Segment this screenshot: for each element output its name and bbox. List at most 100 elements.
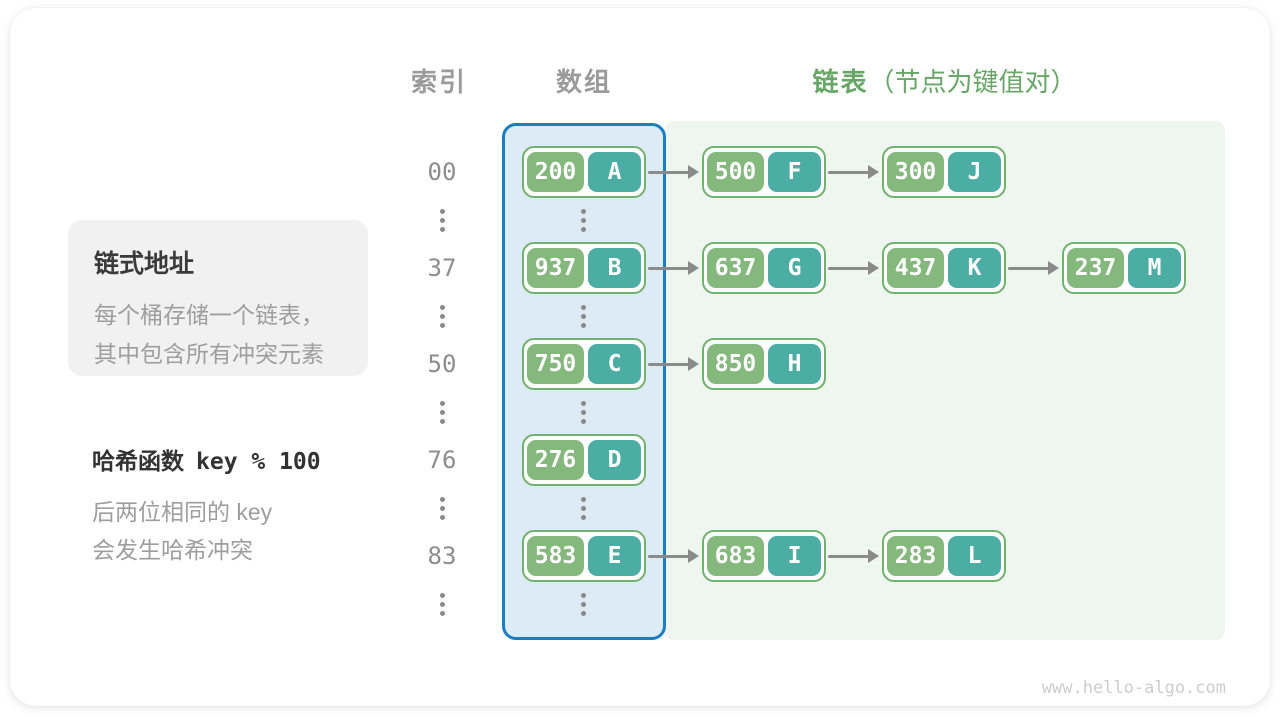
array-ellipsis bbox=[581, 593, 586, 616]
ellipsis-dot bbox=[581, 323, 586, 328]
array-ellipsis bbox=[581, 209, 586, 232]
ellipsis-dot bbox=[440, 602, 445, 607]
ellipsis-dot bbox=[581, 218, 586, 223]
ellipsis-dot bbox=[440, 515, 445, 520]
next-pointer-arrow bbox=[648, 356, 699, 371]
pair-value: H bbox=[768, 344, 821, 384]
ellipsis-dot bbox=[440, 323, 445, 328]
pair-key: 750 bbox=[527, 344, 584, 384]
ellipsis-dot bbox=[581, 602, 586, 607]
pair-value: M bbox=[1128, 248, 1181, 288]
column-header-index: 索引 bbox=[410, 67, 467, 97]
ellipsis-dot bbox=[581, 593, 586, 598]
linked-list-note: （节点为键值对） bbox=[868, 67, 1077, 97]
ellipsis-dot bbox=[440, 314, 445, 319]
ellipsis-dot bbox=[440, 593, 445, 598]
pair-key: 637 bbox=[707, 248, 764, 288]
pair-value: B bbox=[588, 248, 641, 288]
pair-key: 583 bbox=[527, 536, 584, 576]
pair-value: G bbox=[768, 248, 821, 288]
bucket-index: 76 bbox=[427, 446, 457, 474]
next-pointer-arrow bbox=[648, 164, 699, 179]
pair-key: 937 bbox=[527, 248, 584, 288]
pair-key: 283 bbox=[887, 536, 944, 576]
next-pointer-arrow bbox=[648, 548, 699, 563]
ellipsis-dot bbox=[581, 410, 586, 415]
ellipsis-dot bbox=[440, 305, 445, 310]
ellipsis-dot bbox=[440, 401, 445, 406]
next-pointer-arrow bbox=[648, 260, 699, 275]
info-box-line2: 其中包含所有冲突元素 bbox=[94, 341, 324, 367]
pair-value: F bbox=[768, 152, 821, 192]
pair-value: K bbox=[948, 248, 1001, 288]
ellipsis-dot bbox=[440, 506, 445, 511]
next-pointer-arrow bbox=[1008, 260, 1059, 275]
watermark-url: www.hello-algo.com bbox=[1041, 678, 1226, 698]
next-pointer-arrow bbox=[828, 548, 879, 563]
ellipsis-dot bbox=[581, 209, 586, 214]
next-pointer-arrow bbox=[828, 260, 879, 275]
index-ellipsis bbox=[440, 209, 445, 232]
bucket-index: 83 bbox=[427, 542, 457, 570]
ellipsis-dot bbox=[581, 419, 586, 424]
pair-key: 683 bbox=[707, 536, 764, 576]
bucket-index: 50 bbox=[427, 350, 457, 378]
index-ellipsis bbox=[440, 497, 445, 520]
pair-key: 500 bbox=[707, 152, 764, 192]
ellipsis-dot bbox=[581, 227, 586, 232]
hash-note-line2: 会发生哈希冲突 bbox=[92, 537, 253, 563]
ellipsis-dot bbox=[581, 305, 586, 310]
pair-key: 437 bbox=[887, 248, 944, 288]
pair-value: L bbox=[948, 536, 1001, 576]
bucket-index: 37 bbox=[427, 254, 457, 282]
ellipsis-dot bbox=[440, 410, 445, 415]
hash-function-label: 哈希函数 bbox=[92, 448, 184, 474]
bucket-index: 00 bbox=[427, 158, 457, 186]
ellipsis-dot bbox=[581, 515, 586, 520]
pair-value: I bbox=[768, 536, 821, 576]
info-box-title: 链式地址 bbox=[94, 250, 195, 278]
ellipsis-dot bbox=[440, 419, 445, 424]
pair-value: C bbox=[588, 344, 641, 384]
pair-key: 200 bbox=[527, 152, 584, 192]
array-ellipsis bbox=[581, 305, 586, 328]
ellipsis-dot bbox=[440, 611, 445, 616]
ellipsis-dot bbox=[581, 506, 586, 511]
next-pointer-arrow bbox=[828, 164, 879, 179]
pair-value: A bbox=[588, 152, 641, 192]
info-box-line1: 每个桶存储一个链表， bbox=[94, 302, 324, 328]
ellipsis-dot bbox=[440, 209, 445, 214]
pair-value: D bbox=[588, 440, 641, 480]
ellipsis-dot bbox=[581, 611, 586, 616]
index-ellipsis bbox=[440, 401, 445, 424]
index-ellipsis bbox=[440, 305, 445, 328]
ellipsis-dot bbox=[440, 497, 445, 502]
pair-value: J bbox=[948, 152, 1001, 192]
linked-list-label: 链表 bbox=[812, 67, 869, 97]
column-header-array: 数组 bbox=[555, 67, 612, 97]
hash-note-line1: 后两位相同的 key bbox=[92, 499, 273, 525]
index-ellipsis bbox=[440, 593, 445, 616]
ellipsis-dot bbox=[581, 497, 586, 502]
pair-key: 276 bbox=[527, 440, 584, 480]
diagram-card: 索引 数组 链表（节点为键值对） 链式地址 每个桶存储一个链表， 其中包含所有冲… bbox=[10, 8, 1270, 706]
pair-value: E bbox=[588, 536, 641, 576]
info-box-chaining: 链式地址 每个桶存储一个链表， 其中包含所有冲突元素 bbox=[68, 220, 368, 376]
pair-key: 850 bbox=[707, 344, 764, 384]
ellipsis-dot bbox=[581, 401, 586, 406]
